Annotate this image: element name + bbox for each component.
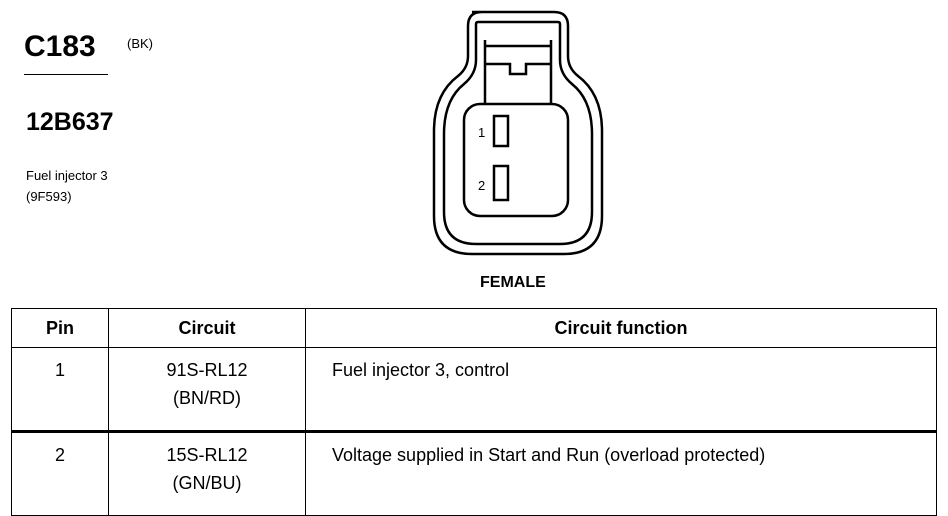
column-header-function: Circuit function (305, 308, 937, 348)
connector-id-underline (24, 74, 108, 75)
function-cell: Voltage supplied in Start and Run (overl… (305, 430, 937, 516)
pin-cell: 1 (11, 347, 109, 432)
pin-cell: 2 (11, 430, 109, 516)
pin-1-label: 1 (478, 125, 485, 140)
column-header-circuit: Circuit (108, 308, 306, 348)
connector-color-code: (BK) (127, 36, 153, 51)
function-cell: Fuel injector 3, control (305, 347, 937, 432)
wire-color: (GN/BU) (172, 473, 242, 493)
column-header-pin: Pin (11, 308, 109, 348)
pin-2-label: 2 (478, 178, 485, 193)
part-number: 12B637 (26, 108, 114, 136)
table-row: 2 15S-RL12 (GN/BU) Voltage supplied in S… (11, 430, 937, 516)
connector-part-code: (9F593) (26, 189, 72, 204)
connector-outer-shell (432, 10, 604, 256)
locking-tab (483, 40, 553, 104)
pin-1-cavity (492, 114, 510, 148)
circuit-cell: 91S-RL12 (BN/RD) (108, 347, 306, 432)
connector-face-diagram: 1 2 (432, 10, 604, 256)
connector-id: C183 (24, 30, 96, 63)
wire-color: (BN/RD) (173, 388, 241, 408)
connector-gender: FEMALE (480, 274, 546, 291)
pinout-table: Pin Circuit Circuit function 1 91S-RL12 … (11, 308, 937, 516)
table-header-row: Pin Circuit Circuit function (11, 308, 937, 348)
terminal-cavity-block (462, 102, 570, 218)
circuit-number: 15S-RL12 (166, 445, 248, 465)
table-row: 1 91S-RL12 (BN/RD) Fuel injector 3, cont… (11, 347, 937, 432)
circuit-cell: 15S-RL12 (GN/BU) (108, 430, 306, 516)
connector-description: Fuel injector 3 (26, 168, 108, 183)
pin-2-cavity (492, 164, 510, 202)
circuit-number: 91S-RL12 (166, 360, 248, 380)
connector-inner-shell (442, 20, 594, 246)
